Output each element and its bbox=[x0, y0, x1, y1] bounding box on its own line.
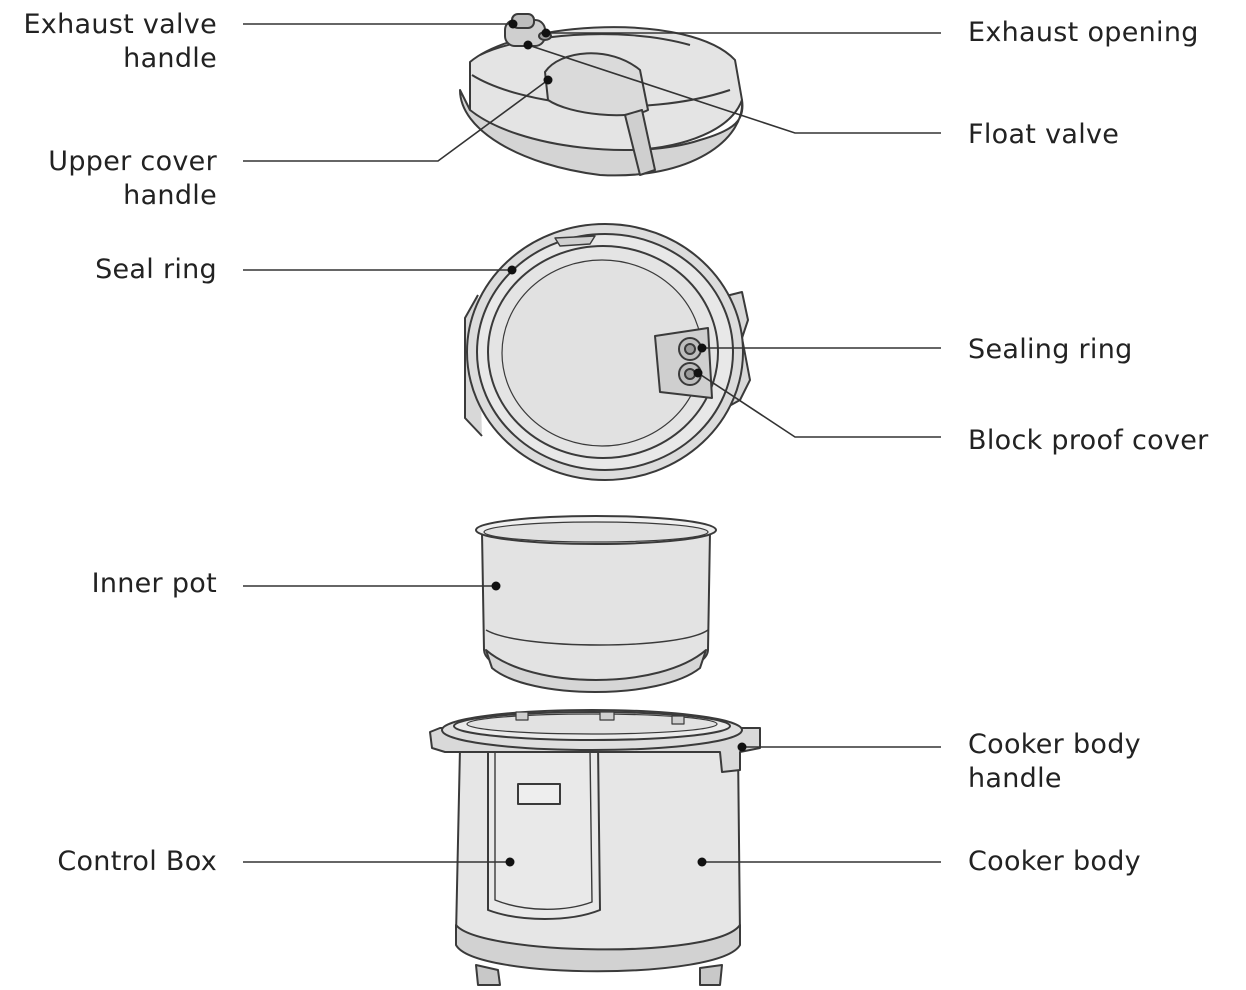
leader-upper-cover-handle bbox=[243, 79, 549, 162]
lid-underside-illustration bbox=[464, 223, 751, 481]
dot-inner-pot bbox=[491, 581, 501, 591]
label-seal-ring: Seal ring bbox=[95, 254, 217, 285]
dot-sealing-ring bbox=[697, 343, 707, 353]
dot-exhaust-valve-handle bbox=[508, 19, 518, 29]
label-control-box: Control Box bbox=[57, 846, 217, 877]
label-cooker-body-handle: Cooker body handle bbox=[968, 729, 1141, 794]
dot-float-valve bbox=[523, 40, 533, 50]
dot-block-proof-cover bbox=[693, 368, 703, 378]
leader-lines-left bbox=[243, 23, 549, 863]
label-sealing-ring: Sealing ring bbox=[968, 334, 1133, 365]
label-block-proof-cover: Block proof cover bbox=[968, 425, 1209, 456]
callout-dots bbox=[491, 19, 747, 867]
dot-upper-cover-handle bbox=[543, 75, 553, 85]
dot-control-box bbox=[505, 857, 515, 867]
lid-illustration bbox=[459, 13, 744, 177]
label-exhaust-opening: Exhaust opening bbox=[968, 17, 1199, 48]
leader-block-proof-cover bbox=[697, 372, 941, 438]
dot-cooker-body-handle bbox=[737, 742, 747, 752]
dot-seal-ring bbox=[507, 265, 517, 275]
inner-pot-illustration bbox=[475, 515, 717, 693]
label-exhaust-valve-handle: Exhaust valve handle bbox=[23, 9, 217, 74]
label-cooker-body: Cooker body bbox=[968, 846, 1141, 877]
cooker-body-illustration bbox=[429, 709, 761, 986]
dot-cooker-body bbox=[697, 857, 707, 867]
label-inner-pot: Inner pot bbox=[91, 568, 217, 599]
dot-exhaust-opening bbox=[541, 28, 551, 38]
leader-float-valve bbox=[527, 44, 941, 134]
leader-lines-right bbox=[527, 32, 941, 863]
label-float-valve: Float valve bbox=[968, 119, 1120, 150]
label-upper-cover-handle: Upper cover handle bbox=[48, 146, 217, 211]
